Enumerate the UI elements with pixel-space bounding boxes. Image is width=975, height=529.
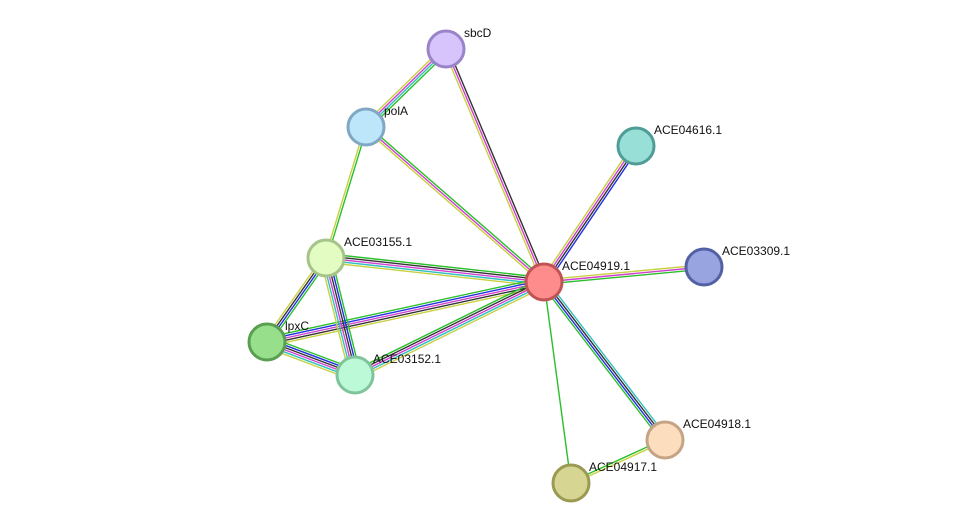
node-circle[interactable] (524, 262, 564, 302)
node-label: ACE03155.1 (344, 235, 412, 249)
node-ace04917-1[interactable]: ACE04917.1 (551, 460, 657, 503)
edge-line-experiments (542, 144, 636, 282)
edge-ace03152-1-to-ace04919-1[interactable] (352, 277, 547, 380)
node-circle[interactable] (426, 29, 466, 69)
edge-ace04918-1-to-ace04919-1[interactable] (540, 279, 669, 443)
node-label: ACE03152.1 (373, 352, 441, 366)
node-circle[interactable] (645, 420, 685, 460)
edge-line-neighborhood (544, 268, 705, 285)
edge-line-experiments (365, 126, 545, 283)
edge-line-neighborhood (265, 277, 544, 339)
node-ace04919-1[interactable]: ACE04919.1 (524, 259, 630, 302)
edge-line-textmining (364, 128, 544, 285)
edge-line-experiments (445, 48, 545, 283)
node-ace04918-1[interactable]: ACE04918.1 (645, 417, 751, 460)
edge-line-databases (325, 259, 544, 285)
edge-line-experiments (325, 257, 545, 283)
edge-line-neighborhood (330, 256, 362, 374)
node-label: ACE04919.1 (562, 259, 630, 273)
edge-line-coexpression (353, 279, 544, 374)
node-label: sbcD (464, 26, 492, 40)
edge-line-textmining (324, 126, 366, 258)
node-circle[interactable] (684, 247, 724, 287)
edge-line-experiments (543, 266, 705, 283)
node-label: ACE03309.1 (722, 244, 790, 258)
edge-line-cooccurrence (546, 147, 640, 285)
edge-line-experiments (354, 281, 545, 376)
edge-line-neighborhood (326, 252, 545, 279)
edge-line-neighborhood (352, 277, 543, 372)
node-ace04616-1[interactable]: ACE04616.1 (616, 123, 722, 166)
edge-line-coexpression (267, 283, 545, 345)
edge-line-neighborhood (326, 127, 368, 259)
node-circle[interactable] (551, 463, 591, 503)
node-circle[interactable] (616, 126, 656, 166)
node-sbcd[interactable]: sbcD (426, 26, 492, 69)
node-label: ACE04616.1 (654, 123, 722, 137)
edge-line-experiments (266, 281, 545, 343)
node-pola[interactable]: polA (346, 104, 408, 147)
edge-line-coexpression (326, 255, 545, 281)
edge-line-databases (546, 279, 669, 439)
edge-line-textmining (267, 285, 546, 347)
edge-line-cooccurrence (542, 282, 665, 442)
node-label: ACE04917.1 (589, 460, 657, 474)
node-ace03152-1[interactable]: ACE03152.1 (335, 352, 441, 395)
node-circle[interactable] (346, 107, 386, 147)
edge-ace04917-1-to-ace04919-1[interactable] (543, 281, 572, 484)
edge-line-cooccurrence (266, 279, 544, 341)
edge-line-neighborhood (366, 124, 546, 281)
node-circle[interactable] (247, 322, 287, 362)
edge-line-neighborhood (540, 283, 663, 443)
edge-line-textmining (356, 285, 547, 380)
node-label: ACE04918.1 (683, 417, 751, 431)
node-lpxc[interactable]: lpxC (247, 319, 309, 362)
edge-line-coexpression (447, 47, 547, 282)
edge-line-neighborhood (543, 281, 572, 484)
edge-line-cooccurrence (328, 257, 359, 375)
node-circle[interactable] (335, 355, 375, 395)
edge-line-textmining (319, 259, 351, 377)
edge-line-databases (355, 283, 546, 378)
edge-lpxc-to-ace04919-1[interactable] (265, 277, 546, 347)
node-circle[interactable] (306, 238, 346, 278)
edge-line-textmining (443, 49, 543, 284)
edge-line-coexpression (544, 146, 638, 284)
edge-pola-to-ace04919-1[interactable] (364, 124, 546, 285)
edge-line-experiments (324, 258, 355, 376)
edge-ace03309-1-to-ace04919-1[interactable] (543, 264, 705, 285)
node-ace03309-1[interactable]: ACE03309.1 (684, 244, 790, 287)
edge-line-databases (322, 258, 353, 376)
nodes-layer: ACE04919.1sbcDpolAACE04616.1ACE03309.1AC… (247, 26, 790, 503)
edge-ace04616-1-to-ace04919-1[interactable] (540, 143, 640, 285)
edge-line-textmining (540, 143, 634, 281)
edge-ace03155-1-to-ace04919-1[interactable] (325, 252, 545, 288)
edge-line-textmining (325, 261, 544, 288)
node-label: lpxC (285, 319, 309, 333)
edge-ace03155-1-to-ace03152-1[interactable] (319, 256, 362, 377)
edge-line-coexpression (326, 257, 357, 375)
edge-sbcd-to-ace04919-1[interactable] (443, 47, 547, 284)
edge-line-coexpression (544, 280, 667, 440)
node-label: polA (384, 104, 408, 118)
edge-line-textmining (543, 264, 704, 281)
node-ace03155-1[interactable]: ACE03155.1 (306, 235, 412, 278)
edge-pola-to-ace03155-1[interactable] (324, 126, 368, 259)
